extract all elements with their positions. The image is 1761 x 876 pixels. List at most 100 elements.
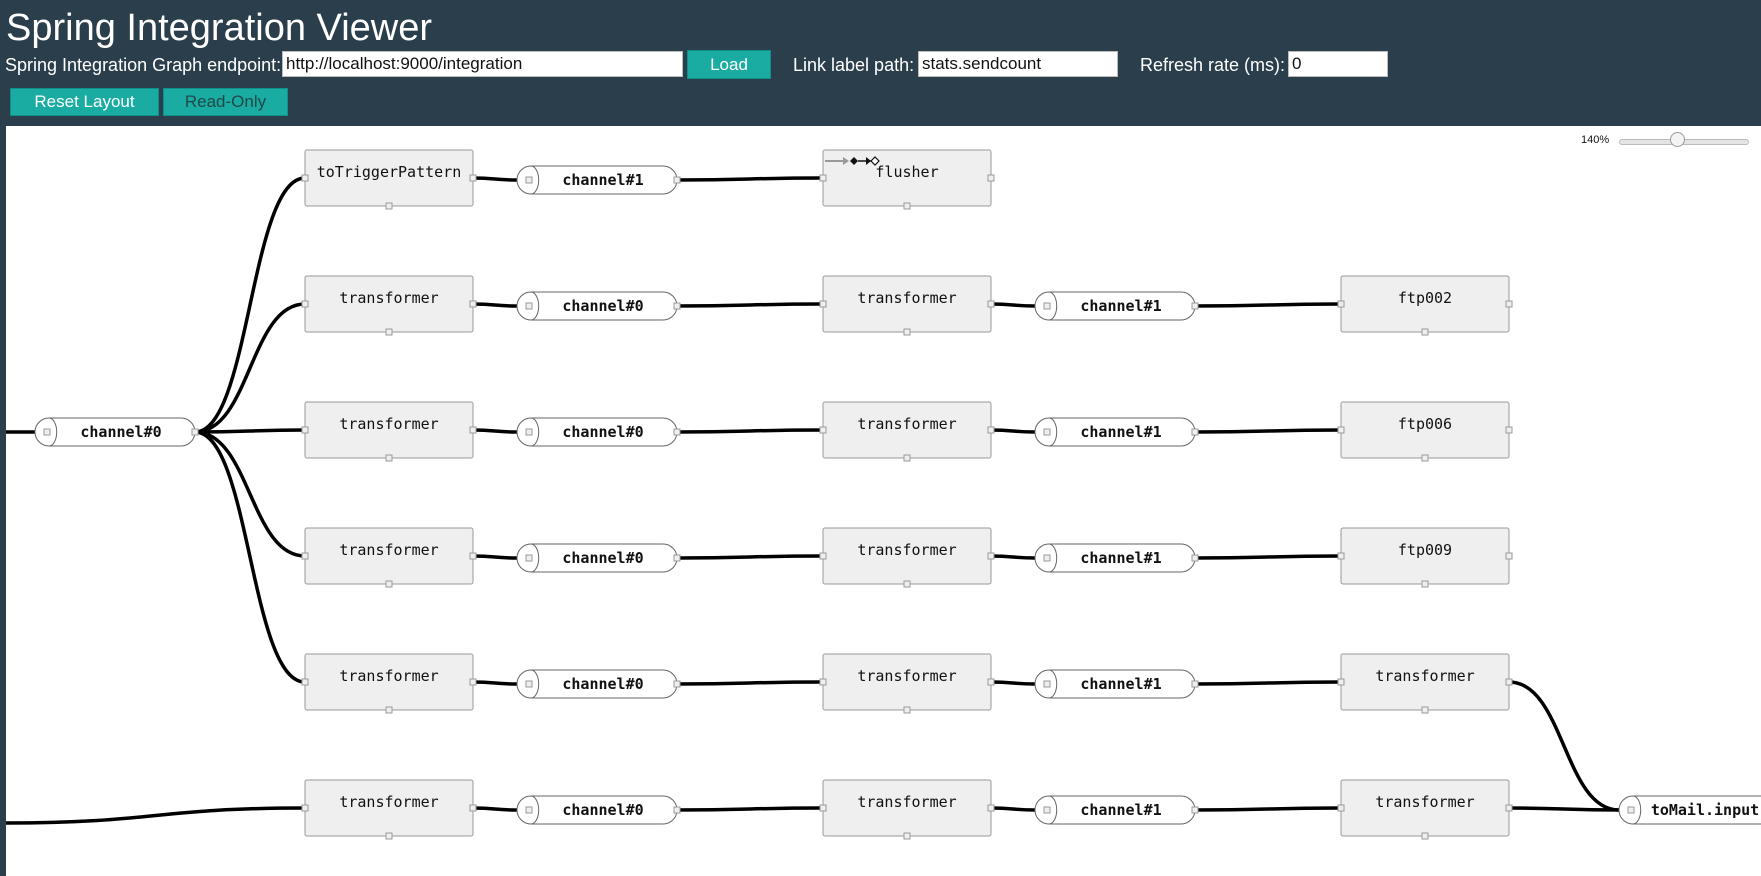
error-port[interactable] [903,706,911,714]
error-port[interactable] [385,328,393,336]
link-c12-e22[interactable] [676,428,824,434]
output-port[interactable] [673,554,681,562]
output-port[interactable] [191,428,199,436]
reset-layout-button[interactable]: Reset Layout [10,88,159,116]
channel-node[interactable]: channel#1 [516,165,681,195]
link-incoming-stub-lower[interactable] [6,806,306,825]
error-port[interactable] [1421,580,1429,588]
endpoint-node[interactable]: ftp009 [1337,527,1513,588]
endpoint-node[interactable]: transformer [819,779,995,840]
channel-node[interactable]: channel#0 [34,417,199,447]
input-port[interactable] [819,804,827,812]
link-e25-c35[interactable] [990,806,1036,812]
endpoint-node[interactable]: ftp006 [1337,401,1513,462]
channel-node[interactable]: channel#1 [1034,291,1199,321]
output-port[interactable] [987,804,995,812]
endpoint-node[interactable]: transformer [1337,653,1513,714]
error-port[interactable] [1421,454,1429,462]
read-only-button[interactable]: Read-Only [163,88,288,116]
link-e1-c11[interactable] [472,302,518,308]
input-port[interactable] [819,300,827,308]
link-e2-c12[interactable] [472,428,518,434]
input-port[interactable] [301,678,309,686]
integration-graph[interactable]: channel#0toTriggerPatterntransformertran… [6,126,1761,876]
channel-node[interactable]: channel#0 [516,543,681,573]
input-port[interactable] [1337,678,1345,686]
link-e0-c10[interactable] [472,176,518,182]
output-port[interactable] [673,428,681,436]
link-e23-c33[interactable] [990,554,1036,560]
input-port[interactable] [1043,428,1051,436]
channel-node[interactable]: channel#0 [516,795,681,825]
error-port[interactable] [903,580,911,588]
output-port[interactable] [469,804,477,812]
output-port[interactable] [1191,680,1199,688]
link-e5-c15[interactable] [472,806,518,812]
error-port[interactable] [385,454,393,462]
endpoint-node[interactable]: transformer [301,527,477,588]
output-port[interactable] [673,806,681,814]
link-c32-e42[interactable] [1194,428,1342,434]
endpoint-input[interactable] [282,51,683,77]
link-c34-e44[interactable] [1194,680,1342,686]
input-port[interactable] [1337,300,1345,308]
endpoint-node[interactable]: transformer [819,653,995,714]
output-port[interactable] [1505,426,1513,434]
channel-node[interactable]: channel#1 [1034,543,1199,573]
link-e24-c34[interactable] [990,680,1036,686]
channel-node[interactable]: channel#1 [1034,795,1199,825]
input-port[interactable] [301,552,309,560]
link-e22-c32[interactable] [990,428,1036,434]
endpoint-node[interactable]: transformer [301,401,477,462]
input-port[interactable] [525,176,533,184]
link-c0-e0[interactable] [194,176,306,434]
error-port[interactable] [385,832,393,840]
link-c35-e45[interactable] [1194,806,1342,812]
output-port[interactable] [1505,804,1513,812]
input-port[interactable] [819,426,827,434]
link-c0-e4[interactable] [194,430,306,684]
endpoint-node[interactable]: ftp002 [1337,275,1513,336]
input-port[interactable] [819,552,827,560]
endpoint-node[interactable]: flusher [819,149,995,210]
output-port[interactable] [987,678,995,686]
endpoint-node[interactable]: transformer [819,275,995,336]
input-port[interactable] [525,680,533,688]
load-button[interactable]: Load [687,50,771,79]
output-port[interactable] [673,302,681,310]
link-c31-e41[interactable] [1194,302,1342,308]
output-port[interactable] [1505,678,1513,686]
input-port[interactable] [43,428,51,436]
error-port[interactable] [385,580,393,588]
endpoint-node[interactable]: transformer [819,527,995,588]
input-port[interactable] [301,174,309,182]
output-port[interactable] [673,680,681,688]
error-port[interactable] [1421,832,1429,840]
input-port[interactable] [1337,804,1345,812]
error-port[interactable] [903,832,911,840]
link-c14-e24[interactable] [676,680,824,686]
output-port[interactable] [1191,806,1199,814]
endpoint-node[interactable]: transformer [301,653,477,714]
link-c13-e23[interactable] [676,554,824,560]
input-port[interactable] [525,302,533,310]
zoom-slider-thumb[interactable] [1670,132,1685,147]
output-port[interactable] [469,300,477,308]
input-port[interactable] [1043,806,1051,814]
output-port[interactable] [1505,300,1513,308]
output-port[interactable] [1505,552,1513,560]
link-e3-c13[interactable] [472,554,518,560]
input-port[interactable] [1043,680,1051,688]
output-port[interactable] [469,552,477,560]
link-c0-e2[interactable] [194,428,306,434]
channel-node[interactable]: channel#0 [516,669,681,699]
link-c0-e1[interactable] [194,302,306,434]
input-port[interactable] [525,554,533,562]
input-port[interactable] [525,428,533,436]
output-port[interactable] [987,174,995,182]
link-c33-e43[interactable] [1194,554,1342,560]
input-port[interactable] [1337,426,1345,434]
input-port[interactable] [301,300,309,308]
link-e21-c31[interactable] [990,302,1036,308]
